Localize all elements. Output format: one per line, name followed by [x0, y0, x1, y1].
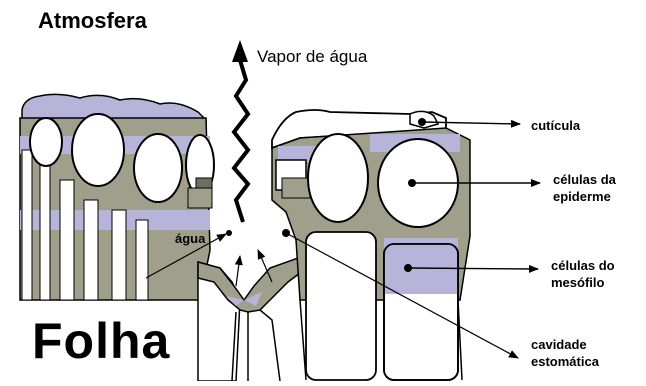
- label-water-vapor: Vapor de água: [257, 47, 368, 66]
- diagram-title: Atmosfera: [38, 8, 147, 33]
- label-epidermis-cells: células da epiderme: [553, 171, 616, 205]
- label-mesophyll-line1: células do: [551, 258, 615, 273]
- left-tissue: [19, 93, 215, 301]
- label-stomatal-cavity: cavidade estomática: [531, 336, 599, 370]
- label-mesophyll-line2: mesófilo: [551, 275, 605, 290]
- label-epidermis-line2: epiderme: [553, 189, 611, 204]
- label-cuticle: cutícula: [531, 118, 581, 133]
- leaf-label: Folha: [32, 313, 171, 369]
- right-tissue: [271, 109, 471, 381]
- label-cavity-line1: cavidade: [531, 337, 587, 352]
- label-epidermis-line1: células da: [553, 172, 616, 187]
- lower-cavity-cells: [197, 257, 305, 382]
- water-vapor-arrow: [231, 40, 251, 223]
- right-cuticle: [271, 109, 447, 150]
- label-cavity-line2: estomática: [531, 354, 599, 369]
- label-mesophyll-cells: células do mesófilo: [551, 257, 615, 291]
- label-water: água: [175, 231, 206, 246]
